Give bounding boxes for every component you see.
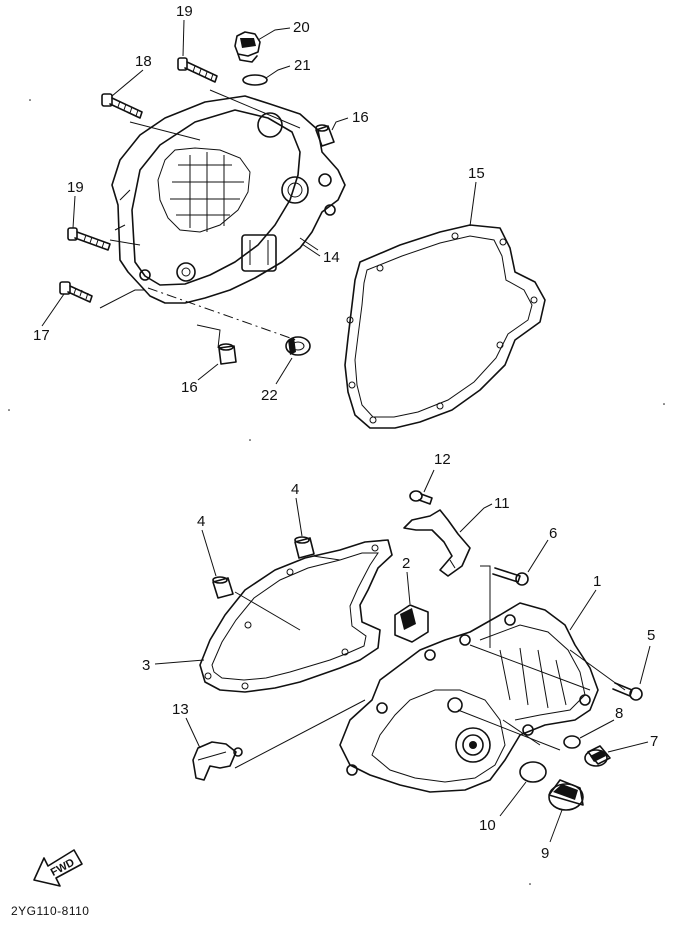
svg-text:4: 4 xyxy=(291,481,299,498)
forward-arrow-icon: FWD xyxy=(33,849,83,887)
cap-part-9 xyxy=(548,779,584,811)
callout-16-bottom: 16 xyxy=(181,363,219,396)
callout-15: 15 xyxy=(468,165,485,227)
svg-text:19: 19 xyxy=(176,3,193,20)
oil-seal-part-22 xyxy=(285,336,311,356)
svg-text:16: 16 xyxy=(181,379,198,396)
svg-text:22: 22 xyxy=(261,387,278,404)
o-ring-part-8 xyxy=(563,735,581,749)
svg-text:3: 3 xyxy=(142,657,150,674)
callout-18: 18 xyxy=(111,53,152,97)
scan-specks xyxy=(8,99,665,885)
gasket-part-3 xyxy=(199,539,393,693)
callout-7: 7 xyxy=(607,733,658,753)
svg-text:18: 18 xyxy=(135,53,152,70)
svg-text:9: 9 xyxy=(541,845,549,862)
callout-19-left: 19 xyxy=(67,179,84,229)
callout-22: 22 xyxy=(261,357,293,404)
callout-13: 13 xyxy=(172,701,201,749)
dowel-pin-part-16-bottom xyxy=(218,343,237,365)
bolt-part-19-left xyxy=(67,227,111,251)
callout-17: 17 xyxy=(33,293,65,344)
crankcase-cover-part-1 xyxy=(339,602,599,793)
callout-4-left: 4 xyxy=(197,513,217,577)
svg-text:6: 6 xyxy=(549,525,557,542)
svg-text:21: 21 xyxy=(294,57,311,74)
callout-11: 11 xyxy=(459,495,510,533)
bolt-part-5 xyxy=(612,682,643,701)
gasket-part-15 xyxy=(344,224,546,429)
oil-filler-cap-part-20 xyxy=(234,31,261,63)
callout-5: 5 xyxy=(639,627,655,685)
callout-10: 10 xyxy=(479,781,527,834)
callout-20: 20 xyxy=(257,19,310,41)
bracket-part-13 xyxy=(192,741,243,781)
svg-text:13: 13 xyxy=(172,701,189,718)
svg-text:12: 12 xyxy=(434,451,451,468)
sensor-part-2 xyxy=(394,604,429,643)
svg-text:19: 19 xyxy=(67,179,84,196)
svg-text:2: 2 xyxy=(402,555,410,572)
svg-text:11: 11 xyxy=(494,495,510,512)
callout-3: 3 xyxy=(142,657,205,674)
svg-text:16: 16 xyxy=(352,109,369,126)
dowel-pin-part-16-top xyxy=(315,124,335,147)
diagram-code: 2YG110-8110 xyxy=(11,904,89,918)
callout-6: 6 xyxy=(527,525,557,573)
svg-text:15: 15 xyxy=(468,165,485,182)
svg-text:2YG110-8110: 2YG110-8110 xyxy=(11,904,89,918)
svg-text:7: 7 xyxy=(650,733,658,750)
upper-leader-lines xyxy=(99,89,319,349)
callout-16-top: 16 xyxy=(331,109,369,131)
bolt-part-19-top xyxy=(177,57,218,83)
svg-text:8: 8 xyxy=(615,705,623,722)
svg-text:10: 10 xyxy=(479,817,496,834)
bolt-part-18 xyxy=(101,93,143,119)
callout-8: 8 xyxy=(579,705,623,739)
svg-text:14: 14 xyxy=(323,249,340,266)
o-ring-part-10 xyxy=(519,761,547,783)
callout-14: 14 xyxy=(301,243,340,266)
callout-1: 1 xyxy=(569,573,601,631)
svg-text:5: 5 xyxy=(647,627,655,644)
callout-19-top: 19 xyxy=(176,3,193,57)
bolt-part-12 xyxy=(409,490,433,505)
clutch-cover-part-14 xyxy=(111,95,346,304)
callout-4-right: 4 xyxy=(291,481,303,537)
dowel-pin-part-4-left xyxy=(212,576,234,599)
bolt-part-6 xyxy=(492,567,529,586)
lower-leader-lines xyxy=(234,555,626,769)
callout-21: 21 xyxy=(265,57,311,79)
svg-text:1: 1 xyxy=(593,573,601,590)
o-ring-part-21 xyxy=(242,74,268,86)
callout-2: 2 xyxy=(402,555,411,605)
clamp-part-11 xyxy=(403,509,471,577)
svg-text:17: 17 xyxy=(33,327,50,344)
plug-part-7 xyxy=(584,745,611,767)
callout-9: 9 xyxy=(541,809,563,862)
fwd-label: FWD xyxy=(49,856,77,878)
callout-12: 12 xyxy=(423,451,451,493)
svg-text:20: 20 xyxy=(293,19,310,36)
bolt-part-17 xyxy=(59,281,93,303)
svg-text:4: 4 xyxy=(197,513,205,530)
dowel-pin-part-4-right xyxy=(294,536,315,559)
